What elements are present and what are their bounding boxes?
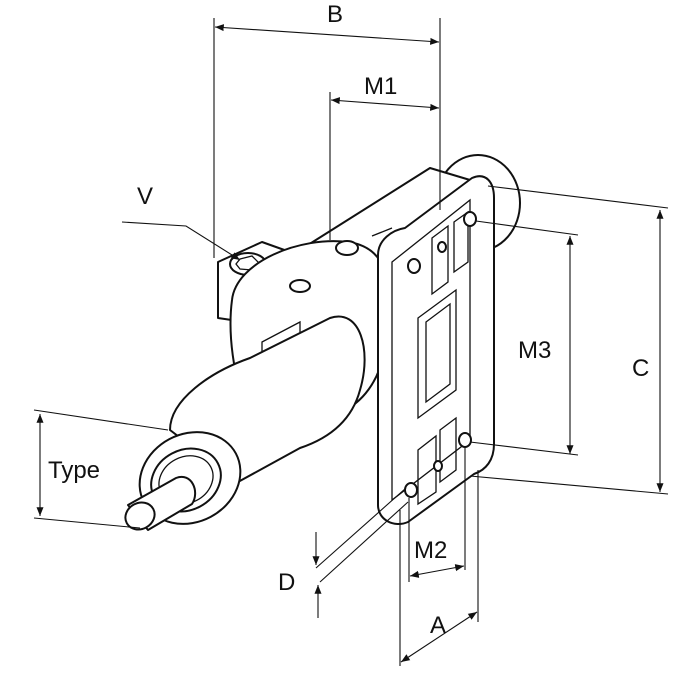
label-m1: M1 (364, 73, 397, 100)
hole-upper-right (463, 211, 477, 227)
label-d: D (278, 569, 295, 596)
dim-b-line (214, 24, 440, 45)
ring-screw-top (335, 240, 359, 256)
plate-window (417, 288, 457, 420)
hole-upper-left (407, 258, 421, 274)
label-v: V (137, 183, 153, 210)
dim-v-leader (121, 221, 241, 261)
label-b: B (327, 1, 343, 28)
pin-tip (124, 501, 156, 531)
label-type: Type (48, 457, 100, 484)
hole-lower-right (458, 432, 472, 448)
dim-a-line (400, 611, 478, 663)
label-m2: M2 (414, 537, 447, 564)
dim-m2-line (409, 564, 465, 578)
dimension-lines (33, 18, 669, 666)
label-c: C (632, 355, 649, 382)
hole-lower-left (404, 482, 418, 498)
label-a: A (430, 612, 446, 639)
dimension-labels: B M1 V M3 C Type D M2 A (48, 1, 649, 639)
plunger-assembly (124, 154, 521, 531)
dim-m1-line (330, 97, 440, 111)
ring-screw-front (289, 279, 311, 293)
label-m3: M3 (518, 337, 551, 364)
